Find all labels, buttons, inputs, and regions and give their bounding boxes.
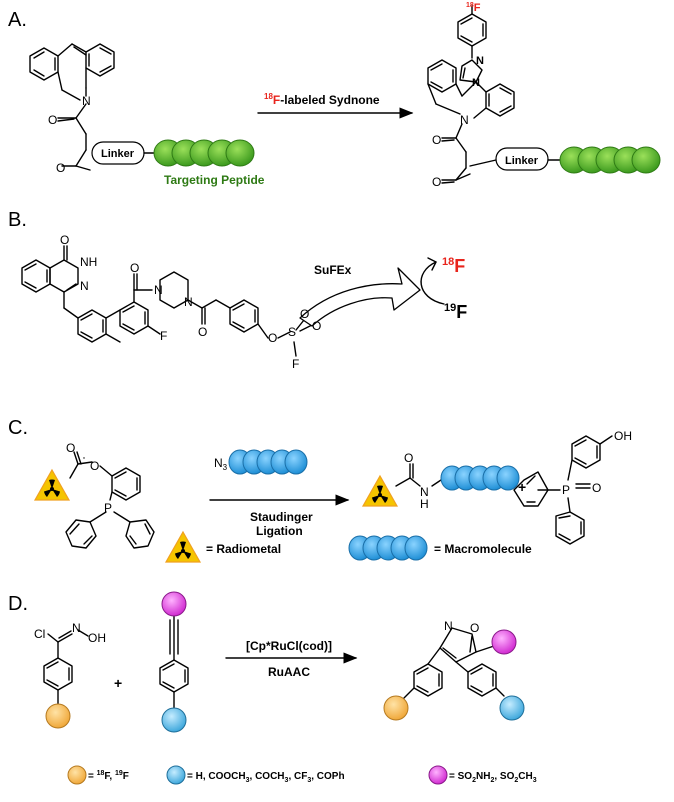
d-plus: + — [114, 675, 122, 691]
d-catalyst: [Cp*RuCl(cod)] — [246, 639, 332, 653]
d-iso-o: O — [470, 621, 479, 635]
panel-d-alkyne — [159, 613, 189, 709]
targeting-peptide-a — [153, 139, 255, 167]
b-s: S — [288, 325, 296, 339]
b-o-s1: O — [300, 307, 309, 321]
blue-ball-product — [499, 695, 525, 721]
panel-b-label: B. — [8, 209, 27, 231]
macromolecule-legend-icon — [348, 535, 428, 561]
linker-label-a: Linker — [101, 148, 135, 160]
exchange-arrow-curve — [420, 261, 445, 305]
targeting-peptide-label: Targeting Peptide — [164, 173, 265, 187]
b-f-aryl: F — [160, 329, 167, 343]
b-o-amide2: O — [198, 325, 207, 339]
c-p: P — [104, 501, 112, 515]
legend-blue-text: = H, COOCH3, COCH3, CF3, COPh — [187, 771, 345, 784]
product-o2: O — [432, 175, 441, 189]
macromolecule-azide — [228, 449, 308, 475]
atom-n-a: N — [82, 94, 91, 108]
radiometal-icon-product — [362, 475, 398, 507]
product-o1: O — [432, 133, 441, 147]
legend-magenta-text: = SO2NH2, SO2CH3 — [449, 771, 537, 784]
d-n: N — [72, 621, 81, 635]
c-p2: P — [562, 483, 570, 497]
c-o-ester: O — [90, 459, 99, 473]
product-18f-label: 18F — [466, 2, 481, 14]
panel-c-byproduct — [513, 435, 613, 545]
legend-macromolecule: = Macromolecule — [434, 542, 532, 556]
c-prod-nh: N — [420, 485, 429, 499]
d-iso-n: N — [444, 619, 453, 633]
b-o-ester: O — [268, 331, 277, 345]
orange-ball-legend — [67, 765, 87, 785]
arrow-a-label: 18F-labeled Sydnone — [264, 92, 380, 107]
radiometal-icon-reactant — [34, 469, 70, 501]
c-arrow-label1: Staudinger — [250, 510, 313, 524]
targeting-peptide-a-product — [559, 146, 661, 174]
atom-o-a2: O — [56, 161, 65, 175]
legend-orange-text: = 18F, 19F — [88, 770, 129, 782]
sufex-arrow — [299, 267, 421, 327]
c-plus: + — [518, 479, 526, 495]
panel-c-product — [395, 463, 445, 487]
sufex-label: SuFEx — [314, 263, 352, 277]
b-o-amide: O — [130, 261, 139, 275]
c-po: O — [592, 481, 601, 495]
magenta-ball-reactant — [161, 591, 187, 617]
blue-ball-legend — [166, 765, 186, 785]
linker-label-a-product: Linker — [505, 155, 539, 167]
c-arrow-label2: Ligation — [256, 524, 303, 538]
c-prod-o: O — [404, 451, 413, 465]
c-oh: OH — [614, 429, 632, 443]
d-oh: OH — [88, 631, 106, 645]
panel-b-molecule — [21, 245, 313, 357]
panel-d-label: D. — [8, 593, 28, 615]
b-nh: NH — [80, 255, 97, 269]
b-o-s2: O — [312, 319, 321, 333]
macromolecule-product — [440, 465, 520, 491]
orange-ball-reactant — [45, 703, 71, 729]
b-f-sulfonyl: F — [292, 357, 299, 371]
product-n: N — [460, 113, 469, 127]
legend-radiometal: = Radiometal — [206, 542, 281, 556]
d-ruaac: RuAAC — [268, 665, 310, 679]
panel-c-reactant — [65, 451, 155, 549]
f19-label: 19F — [444, 302, 467, 322]
f18-label: 18F — [442, 256, 465, 276]
panel-a-reactant — [29, 43, 115, 171]
exchange-arrow-head — [427, 257, 437, 271]
b-n-ring: N — [80, 279, 89, 293]
panel-a-label: A. — [8, 9, 27, 31]
atom-o-a1: O — [48, 113, 57, 127]
b-n-pip1: N — [154, 283, 163, 297]
pyrazole-n1: N — [476, 55, 484, 67]
panel-d-chloro-oxime — [43, 629, 89, 705]
d-cl: Cl — [34, 627, 45, 641]
magenta-ball-product — [491, 629, 517, 655]
linker-box-a-product — [495, 147, 549, 171]
c-o-carbonyl: O — [66, 441, 75, 455]
magenta-ball-legend — [428, 765, 448, 785]
panel-d-isoxazole — [403, 627, 505, 699]
b-o-top: O — [60, 233, 69, 247]
c-prod-h: H — [420, 497, 429, 511]
panel-a-product — [427, 5, 515, 184]
orange-ball-product — [383, 695, 409, 721]
b-n-pip2: N — [184, 295, 193, 309]
panel-c-label: C. — [8, 417, 28, 439]
c-azide: N3 — [214, 456, 228, 472]
blue-ball-reactant — [161, 707, 187, 733]
pyrazole-n2: N — [472, 77, 480, 89]
radiometal-icon-legend — [165, 531, 201, 563]
